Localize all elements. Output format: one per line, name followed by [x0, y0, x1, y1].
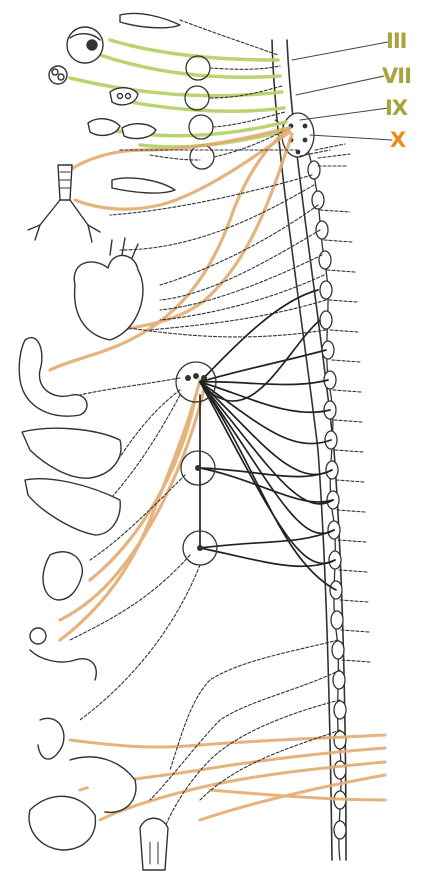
genitalia-icon: [140, 818, 168, 870]
parotid-gland-icon: [88, 119, 156, 139]
nerve-label-iii: III: [386, 31, 406, 52]
stomach-icon: [19, 338, 87, 417]
nerve-label-vii: VII: [382, 66, 411, 87]
kidney-icon: [43, 552, 82, 600]
nasal-gland-icon: [49, 66, 67, 84]
cranial-dashed-fibers: [150, 20, 290, 160]
nerve-label-x: X: [390, 130, 405, 151]
sympathetic-fibers: [200, 290, 336, 590]
heart-icon: [74, 238, 143, 340]
liver-icon: [22, 428, 121, 478]
eye-icon: [67, 27, 103, 63]
nerve-label-ix: IX: [385, 98, 407, 119]
lacrimal-gland-icon: [120, 13, 180, 27]
esophagus-icon: [112, 178, 175, 193]
pancreas-icon: [25, 479, 120, 535]
bladder-icon: [29, 796, 95, 850]
